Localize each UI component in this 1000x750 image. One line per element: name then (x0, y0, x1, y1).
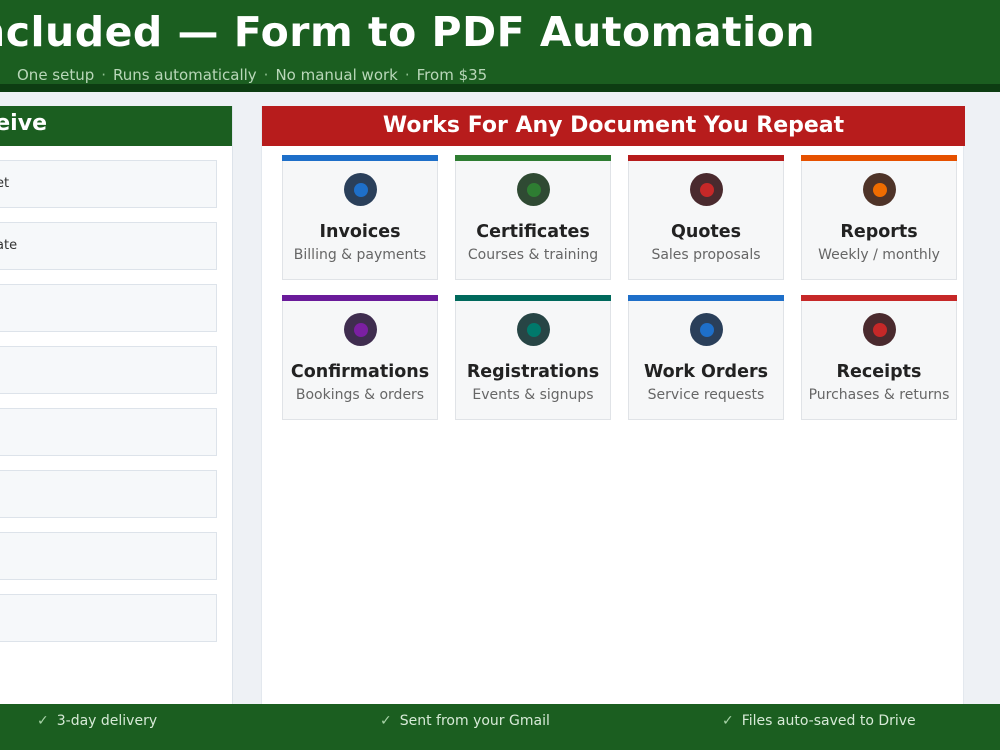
footer-feature: ✓ 3-day delivery (37, 713, 157, 729)
card-accent-bar (455, 295, 611, 301)
card-title: Quotes (670, 222, 741, 242)
card-accent-bar (801, 155, 957, 161)
sub-item: From $35 (416, 66, 488, 84)
card-description: Purchases & returns (808, 387, 950, 403)
document-icon (517, 313, 550, 346)
check-icon: ✓ (380, 713, 392, 729)
list-item (0, 594, 217, 642)
list-item (0, 346, 217, 394)
document-icon-dot (872, 322, 887, 337)
document-icon-dot (526, 322, 541, 337)
document-icon (690, 313, 723, 346)
check-icon: ✓ (37, 713, 49, 729)
document-icon (344, 173, 377, 206)
document-card: Work Orders Service requests (628, 295, 784, 420)
check-icon: ✓ (722, 713, 734, 729)
footer: ✓ 3-day delivery ✓ Sent from your Gmail ✓ F… (0, 704, 1000, 750)
document-card: Reports Weekly / monthly (801, 155, 957, 280)
list-item-label: et (0, 176, 10, 191)
list-item: ate (0, 222, 217, 270)
footer-feature-label: Files auto-saved to Drive (741, 713, 916, 729)
separator-dot: · (404, 66, 410, 84)
card-description: Sales proposals (651, 247, 761, 263)
sub-item: No manual work (275, 66, 398, 84)
card-description: Service requests (647, 387, 765, 403)
right-panel: Works For Any Document You Repeat Invoic… (261, 106, 965, 704)
separator-dot: · (263, 66, 269, 84)
card-accent-bar (628, 295, 784, 301)
document-card: Invoices Billing & payments (282, 155, 438, 280)
card-title: Registrations (466, 362, 600, 382)
list-item: et (0, 160, 217, 208)
page-title: ncluded — Form to PDF Automation (0, 8, 816, 56)
footer-feature-label: Sent from your Gmail (399, 713, 550, 729)
sub-item: One setup (17, 66, 95, 84)
document-card: Certificates Courses & training (455, 155, 611, 280)
card-title: Work Orders (643, 362, 768, 382)
document-icon (517, 173, 550, 206)
card-description: Courses & training (467, 247, 599, 263)
list-item (0, 470, 217, 518)
document-card: Quotes Sales proposals (628, 155, 784, 280)
left-panel: eive et ate (0, 106, 233, 704)
card-description: Events & signups (472, 387, 594, 403)
card-title: Reports (840, 222, 918, 242)
left-panel-title: eive (0, 111, 47, 136)
card-description: Bookings & orders (295, 387, 425, 403)
header: ncluded — Form to PDF Automation One set… (0, 0, 1000, 92)
card-accent-bar (282, 155, 438, 161)
sub-item: Runs automatically (113, 66, 257, 84)
card-accent-bar (801, 295, 957, 301)
footer-feature-label: 3-day delivery (56, 713, 158, 729)
document-icon-dot (353, 322, 368, 337)
document-icon (863, 313, 896, 346)
footer-feature: ✓ Files auto-saved to Drive (722, 713, 916, 729)
card-title: Confirmations (290, 362, 430, 382)
document-card: Registrations Events & signups (455, 295, 611, 420)
document-card: Receipts Purchases & returns (801, 295, 957, 420)
document-card: Confirmations Bookings & orders (282, 295, 438, 420)
list-item (0, 284, 217, 332)
header-subline: One setup · Runs automatically · No manual w… (17, 66, 487, 84)
left-panel-header: eive (0, 106, 232, 146)
header-band (0, 84, 1000, 92)
card-description: Billing & payments (293, 247, 427, 263)
document-icon (690, 173, 723, 206)
document-icon-dot (872, 182, 887, 197)
card-accent-bar (628, 155, 784, 161)
card-title: Receipts (836, 362, 922, 382)
separator-dot: · (101, 66, 107, 84)
document-icon-dot (526, 182, 541, 197)
list-item (0, 408, 217, 456)
right-panel-title: Works For Any Document You Repeat (262, 106, 965, 146)
card-title: Certificates (476, 222, 590, 242)
card-accent-bar (455, 155, 611, 161)
document-icon (863, 173, 896, 206)
footer-feature: ✓ Sent from your Gmail (380, 713, 550, 729)
card-accent-bar (282, 295, 438, 301)
card-title: Invoices (319, 222, 401, 242)
document-icon-dot (699, 182, 714, 197)
document-icon-dot (699, 322, 714, 337)
document-icon (344, 313, 377, 346)
card-description: Weekly / monthly (818, 247, 940, 263)
list-item-label: ate (0, 238, 18, 253)
list-item (0, 532, 217, 580)
document-icon-dot (353, 182, 368, 197)
left-list: et ate (0, 160, 217, 656)
